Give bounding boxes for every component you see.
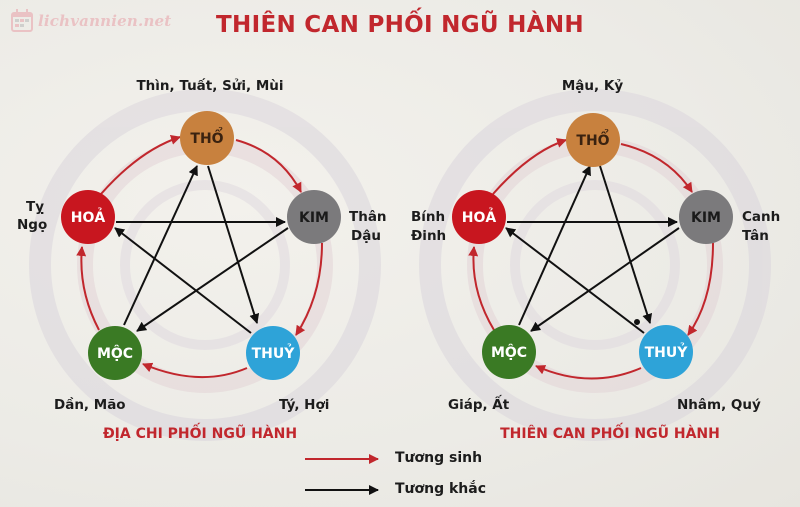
right-diagram: THỔ HOẢ KIM MỘC THUỶ	[452, 113, 733, 380]
node-moc-left	[88, 326, 142, 380]
svg-text:HOẢ: HOẢ	[71, 207, 106, 226]
label-kim-right-2: Tân	[742, 228, 769, 244]
svg-text:MỘC: MỘC	[491, 343, 527, 361]
node-kim-left	[287, 190, 341, 244]
svg-text:THUỶ: THUỶ	[645, 342, 689, 361]
khac-arrows-left	[114, 165, 289, 334]
node-hoa-right	[452, 190, 506, 244]
label-moc-left: Dần, Mão	[54, 397, 126, 413]
caption-left: ĐỊA CHI PHỐI NGŨ HÀNH	[102, 426, 298, 442]
node-label: THỔ	[190, 127, 223, 147]
node-tho-left	[180, 111, 234, 165]
label-kim-right-1: Canh	[742, 209, 781, 225]
watermark-logo: lichvannien.net	[10, 8, 171, 34]
legend-sinh-label: Tương sinh	[395, 450, 483, 466]
label-thuy-right: Nhâm, Quý	[677, 397, 761, 413]
label-hoa-right-2: Đinh	[411, 228, 447, 244]
label-hoa-left-2: Ngọ	[17, 217, 48, 233]
label-hoa-left-1: Tỵ	[26, 199, 45, 215]
node-hoa-left	[61, 190, 115, 244]
label-kim-left-1: Thân	[349, 209, 387, 225]
left-diagram: THỔ HOẢ KIM MỘC THUỶ	[61, 111, 341, 380]
calendar-icon	[11, 9, 33, 32]
label-hoa-right-1: Bính	[411, 209, 446, 225]
label-kim-left-2: Dậu	[351, 228, 381, 244]
node-moc-right	[482, 325, 536, 379]
caption-right: THIÊN CAN PHỐI NGŨ HÀNH	[500, 426, 720, 442]
label-tho-left: Thìn, Tuất, Sửi, Mùi	[136, 78, 284, 94]
page-title: THIÊN CAN PHỐI NGŨ HÀNH	[216, 12, 584, 38]
node-thuy-right	[639, 325, 693, 379]
svg-text:HOẢ: HOẢ	[462, 207, 497, 226]
sinh-arrows-left	[76, 135, 323, 379]
legend-khac: Tương khắc	[383, 481, 486, 497]
svg-text:THỔ: THỔ	[576, 129, 609, 149]
legend-sinh: Tương sinh	[383, 450, 482, 466]
sinh-arrows-right	[468, 138, 714, 380]
svg-text:KIM: KIM	[691, 210, 721, 226]
label-tho-right: Mậu, Kỷ	[561, 78, 624, 94]
legend-khac-label: Tương khắc	[395, 481, 487, 497]
watermark-text: lichvannien.net	[38, 12, 172, 30]
node-kim-right	[679, 190, 733, 244]
label-thuy-left: Tý, Hợi	[279, 397, 330, 413]
svg-text:KIM: KIM	[299, 210, 329, 226]
khac-arrows-right	[505, 165, 680, 334]
label-moc-right: Giáp, Ất	[448, 397, 510, 413]
svg-text:MỘC: MỘC	[97, 344, 133, 362]
node-thuy-left	[246, 326, 300, 380]
svg-text:THUỶ: THUỶ	[252, 343, 296, 362]
node-tho-right	[566, 113, 620, 167]
